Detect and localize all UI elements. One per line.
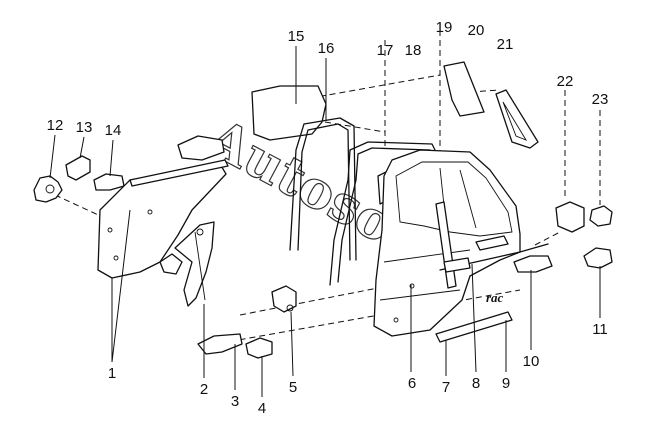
part-fitting-4 [245, 337, 273, 359]
part-outer-handle [513, 255, 553, 273]
door-logo-text: rac [486, 290, 504, 305]
part-door-weatherstrip [329, 141, 439, 286]
callout-22: 22 [557, 73, 574, 90]
callout-4: 4 [258, 400, 266, 417]
part-fitting-3 [197, 333, 243, 355]
callout-17: 17 [377, 42, 394, 59]
callout-2: 2 [200, 381, 208, 398]
part-quarter-glass-seal [495, 89, 539, 149]
callout-20: 20 [468, 22, 485, 39]
callout-18: 18 [405, 42, 422, 59]
callout-5: 5 [289, 379, 297, 396]
part-door-glass [251, 85, 327, 141]
callout-1: 1 [108, 365, 116, 382]
part-door-trim-panel [97, 159, 229, 279]
callout-13: 13 [76, 119, 93, 136]
leader-lines [49, 46, 601, 397]
callout-8: 8 [472, 375, 480, 392]
part-lock-assembly [555, 201, 585, 233]
part-quarter-glass [443, 61, 485, 117]
callout-10: 10 [523, 353, 540, 370]
part-armrest [177, 135, 225, 161]
callout-numbers: 1 2 3 4 5 6 7 8 9 10 11 12 13 14 15 16 1… [47, 19, 609, 417]
callout-14: 14 [105, 122, 122, 139]
callout-3: 3 [231, 393, 239, 410]
part-lock-cylinder [583, 247, 613, 269]
callout-21: 21 [497, 36, 514, 53]
part-clip-13 [65, 155, 91, 181]
part-window-regulator [159, 221, 215, 307]
part-clip-14 [93, 173, 125, 191]
callout-15: 15 [288, 28, 305, 45]
callout-16: 16 [318, 40, 335, 57]
callout-11: 11 [592, 321, 608, 338]
part-inner-handle [271, 285, 297, 313]
part-cylinder-cap [589, 205, 613, 227]
part-lock-rod [439, 243, 549, 273]
callout-9: 9 [502, 375, 510, 392]
callout-6: 6 [408, 375, 416, 392]
callout-7: 7 [442, 379, 450, 396]
callout-23: 23 [592, 91, 609, 108]
callout-12: 12 [47, 117, 64, 134]
callout-19: 19 [436, 19, 453, 36]
part-hinge-bracket [33, 175, 63, 203]
